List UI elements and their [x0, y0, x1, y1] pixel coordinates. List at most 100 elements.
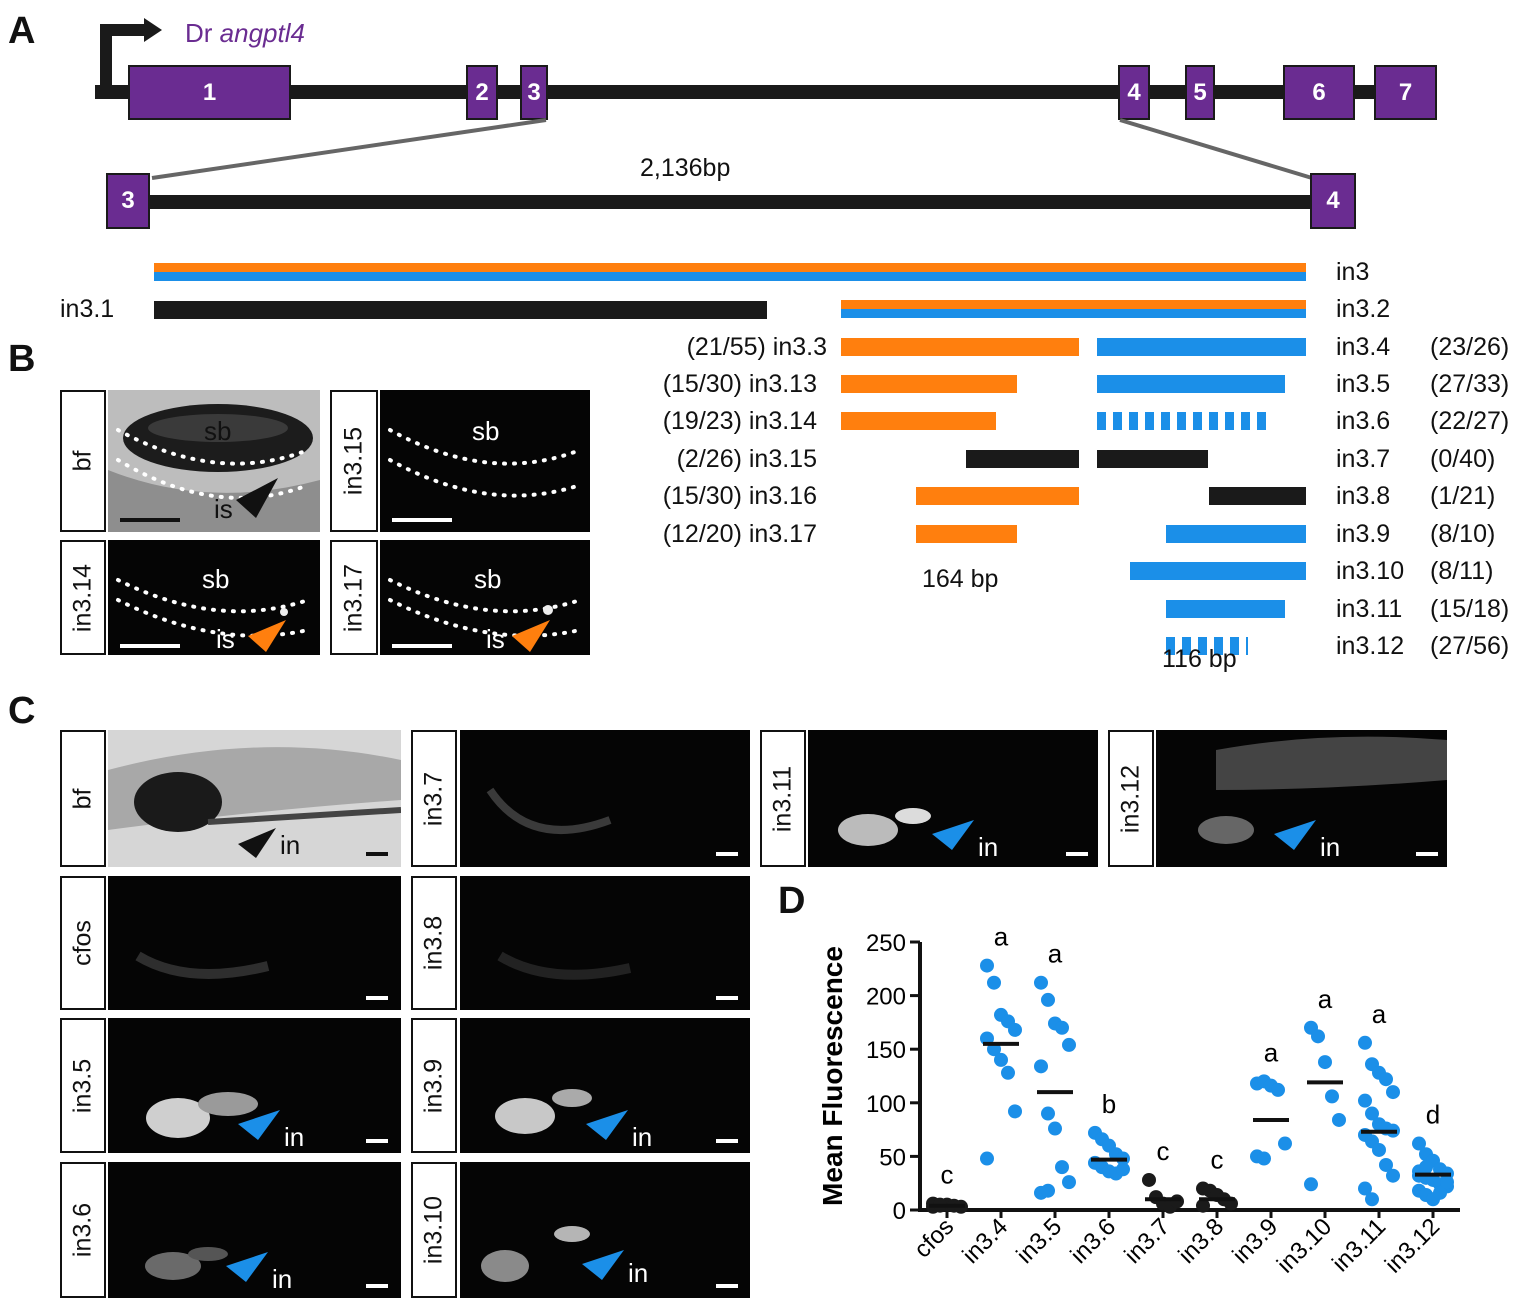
c-in3-10-in: in	[628, 1258, 649, 1288]
label-in3-13: (15/30) in3.13	[662, 370, 817, 398]
exon-2: 2	[466, 65, 498, 120]
label-in3-16: (15/30) in3.16	[662, 482, 817, 510]
c-in3-5-arrow-icon	[238, 1110, 280, 1140]
bar-in3-13	[841, 375, 1017, 393]
count-in3-11: (15/18)	[1430, 595, 1510, 623]
c-in3-12-arrow-icon	[1274, 820, 1316, 850]
y-tick-label: 200	[866, 984, 906, 1011]
c-bf-in: in	[280, 830, 301, 860]
intron-exon-3: 3	[106, 173, 150, 229]
data-point	[980, 1151, 994, 1166]
y-axis-label: Mean Fluorescence	[817, 946, 848, 1206]
intron-length: 2,136bp	[640, 154, 731, 182]
c-label-in3-7: in3.7	[411, 730, 457, 867]
bar-in3-12	[1166, 637, 1248, 655]
data-point	[1041, 992, 1055, 1007]
c-in3-5-in: in	[284, 1122, 305, 1152]
bar-in3-blue	[154, 272, 1306, 281]
c-in3-6-in: in	[272, 1264, 293, 1294]
c-image-in3-5: in	[108, 1018, 401, 1153]
bar-in3-orange	[154, 263, 1306, 272]
significance-letter: a	[994, 922, 1009, 952]
data-point	[1440, 1175, 1454, 1190]
label-in3-6: in3.6	[1336, 407, 1391, 435]
bar-in3-16	[916, 487, 1079, 505]
x-tick-label: in3.7	[1119, 1213, 1175, 1269]
b-image-bf: sb is	[108, 390, 320, 532]
c-label-in3-12: in3.12	[1108, 730, 1154, 867]
label-in3-2: in3.2	[1336, 295, 1391, 323]
data-point	[1055, 1160, 1069, 1175]
c-image-in3-12: in	[1156, 730, 1447, 867]
data-point	[1001, 1065, 1015, 1080]
bar-in3-17	[916, 525, 1017, 543]
x-tick-label: in3.8	[1173, 1213, 1229, 1269]
data-point	[1271, 1082, 1285, 1097]
c-in3-6-arrow-icon	[226, 1252, 268, 1282]
c-label-cfos: cfos	[60, 876, 106, 1010]
intron-exon-4: 4	[1310, 173, 1356, 229]
exon-6: 6	[1283, 65, 1355, 120]
panel-d-letter: D	[778, 880, 806, 922]
y-tick-label: 150	[866, 1037, 906, 1064]
data-point	[1365, 1192, 1379, 1207]
bar-in3-9	[1166, 525, 1306, 543]
data-point	[1008, 1022, 1022, 1037]
c-label-bf: bf	[60, 730, 106, 867]
b-bf-sb: sb	[204, 416, 232, 446]
count-in3-8: (1/21)	[1430, 482, 1496, 510]
data-point	[1142, 1172, 1156, 1187]
c-in3-9-in: in	[632, 1122, 653, 1152]
data-point	[1386, 1085, 1400, 1100]
data-point	[1116, 1162, 1130, 1177]
c-label-in3-11: in3.11	[760, 730, 806, 867]
data-point	[1433, 1185, 1447, 1200]
b-in3-14-arrow-icon	[248, 620, 286, 652]
label-in3-4: in3.4	[1336, 333, 1391, 361]
zoom-lines	[151, 118, 1313, 180]
data-point	[1304, 1177, 1318, 1192]
y-tick-label: 100	[866, 1091, 906, 1118]
count-in3-9: (8/10)	[1430, 520, 1496, 548]
data-point	[1034, 1059, 1048, 1074]
data-point	[1257, 1151, 1271, 1166]
data-point	[1358, 1093, 1372, 1108]
c-bf-arrow-icon	[238, 828, 276, 858]
exon-1: 1	[128, 65, 291, 120]
panel-c-letter: C	[8, 690, 36, 732]
data-point	[1062, 1175, 1076, 1190]
exon-4: 4	[1118, 65, 1150, 120]
data-point	[1325, 1089, 1339, 1104]
gene-title: Dr angptl4	[185, 18, 305, 48]
b-image-in3-15: sb	[380, 390, 590, 532]
data-point	[1062, 1037, 1076, 1052]
bar-in3-7	[1097, 450, 1208, 468]
gene-line	[95, 85, 1435, 99]
b-label-in3-14: in3.14	[60, 540, 106, 655]
label-in3-17: (12/20) in3.17	[662, 520, 817, 548]
c-label-in3-5: in3.5	[60, 1018, 106, 1153]
label-in3-11: in3.11	[1336, 595, 1403, 623]
x-tick-label: in3.10	[1272, 1213, 1337, 1278]
size-label-164: 164 bp	[922, 565, 999, 593]
count-in3-6: (22/27)	[1430, 407, 1510, 435]
c-image-in3-7	[460, 730, 750, 867]
c-image-in3-10: in	[460, 1162, 750, 1298]
data-point	[1041, 1183, 1055, 1198]
data-point	[1055, 1020, 1069, 1035]
b-in3-14-sb: sb	[202, 564, 230, 594]
b-label-in3-17: in3.17	[330, 540, 378, 655]
data-point	[1358, 1035, 1372, 1050]
label-in3-5: in3.5	[1336, 370, 1391, 398]
c-label-in3-9: in3.9	[411, 1018, 457, 1153]
c-label-in3-6: in3.6	[60, 1162, 106, 1298]
data-point	[1332, 1112, 1346, 1127]
bar-in3-15	[966, 450, 1079, 468]
label-in3-8: in3.8	[1336, 482, 1391, 510]
label-in3-14: (19/23) in3.14	[662, 407, 817, 435]
count-in3-7: (0/40)	[1430, 445, 1496, 473]
label-in3-9: in3.9	[1336, 520, 1391, 548]
bar-in3-14	[841, 412, 996, 430]
c-image-cfos	[108, 876, 401, 1010]
x-tick-label: cfos	[909, 1213, 959, 1263]
